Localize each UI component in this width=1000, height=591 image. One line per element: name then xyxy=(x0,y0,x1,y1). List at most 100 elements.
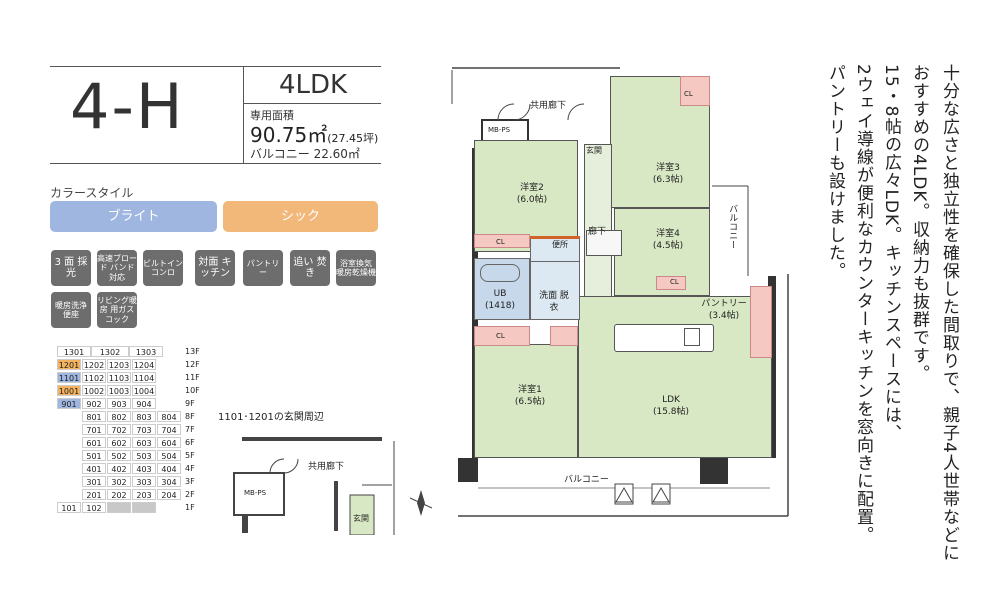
unit-cell: 401 xyxy=(82,463,106,474)
western3-label: 洋室3(6.3帖) xyxy=(652,163,684,186)
hallway xyxy=(584,144,612,304)
unit-cell: 402 xyxy=(107,463,131,474)
compass-icon xyxy=(408,488,434,518)
floor-label: 1F xyxy=(185,503,195,512)
unit-cell: 102 xyxy=(82,502,106,513)
feature-tag: 浴室換気 暖房乾燥機 xyxy=(336,250,376,286)
unit-cell: 1303 xyxy=(129,346,163,357)
color-style-label: カラースタイル xyxy=(50,186,134,200)
feature-tag: パントリー xyxy=(243,250,283,286)
ldk-label: LDK(15.8帖) xyxy=(652,395,690,418)
accent-strip xyxy=(530,236,580,239)
corridor-label: 共用廊下 xyxy=(530,101,567,111)
balcony-area: バルコニー 22.60㎡ xyxy=(250,147,360,161)
feature-tag: 高速ブロード バンド対応 xyxy=(97,250,137,286)
unit-cell: 201 xyxy=(82,489,106,500)
room-western-2 xyxy=(474,140,578,252)
unit-cell xyxy=(132,502,156,513)
unit-cell: 1302 xyxy=(91,346,129,357)
western4-label: 洋室4(4.5帖) xyxy=(652,229,684,252)
room-ldk xyxy=(578,296,772,458)
floor-label: 13F xyxy=(185,347,200,356)
feature-tag: 追い 焚き xyxy=(290,250,330,286)
unit-cell: 1201 xyxy=(57,359,81,370)
closet-western-3 xyxy=(680,76,710,106)
closet-hall xyxy=(550,326,578,346)
unit-cell: 301 xyxy=(82,476,106,487)
unit-cell: 703 xyxy=(132,424,156,435)
area-value: 90.75㎡(27.45坪) xyxy=(250,119,378,148)
feature-tag: ビルトイン コンロ xyxy=(143,250,183,286)
unit-cell: 403 xyxy=(132,463,156,474)
unit-cell: 202 xyxy=(107,489,131,500)
area-label: 専用面積 xyxy=(250,109,294,122)
unit-cell: 302 xyxy=(107,476,131,487)
unit-cell: 902 xyxy=(82,398,106,409)
inset-title: 1101･1201の玄関周辺 xyxy=(218,412,324,423)
cl-label: CL xyxy=(496,238,505,246)
unit-code: 4-H xyxy=(70,70,185,143)
unit-cell: 702 xyxy=(107,424,131,435)
unit-cell: 1103 xyxy=(107,372,131,383)
floor-plan: 共用廊下 MB-PS 玄関 廊下 洋室2(6.0帖) 洋室3(6.3帖) 洋室4… xyxy=(450,64,790,529)
color-style-bright-button[interactable]: ブライト xyxy=(50,201,217,232)
description-line: 十分な広さと独立性を確保した間取りで、親子4人世帯などに xyxy=(939,64,959,562)
inset-plan-drawing xyxy=(233,437,395,536)
unit-cell: 1004 xyxy=(132,385,156,396)
unit-cell: 904 xyxy=(132,398,156,409)
header-mid-rule xyxy=(243,103,381,104)
cl-label: CL xyxy=(684,90,693,98)
unit-cell: 1101 xyxy=(57,372,81,383)
pantry-label: パントリー(3.4帖) xyxy=(701,299,747,322)
feature-tag: リビング暖房 用ガスコック xyxy=(97,292,137,328)
western1-label: 洋室1(6.5帖) xyxy=(514,385,546,408)
unit-cell: 1204 xyxy=(132,359,156,370)
entrance-label: 玄関 xyxy=(586,146,602,155)
floor-label: 11F xyxy=(185,373,200,382)
unit-cell: 1001 xyxy=(57,385,81,396)
unit-cell: 602 xyxy=(107,437,131,448)
unit-cell: 504 xyxy=(157,450,181,461)
unit-cell xyxy=(107,502,131,513)
unit-cell: 1002 xyxy=(82,385,106,396)
unit-cell: 603 xyxy=(132,437,156,448)
unit-cell: 1203 xyxy=(107,359,131,370)
description-line: おすすめの4LDK。収納力も抜群です。 xyxy=(909,64,929,383)
unit-cell: 801 xyxy=(82,411,106,422)
header-bottom-rule xyxy=(50,163,381,164)
unit-cell: 303 xyxy=(132,476,156,487)
floor-label: 5F xyxy=(185,451,195,460)
floor-label: 3F xyxy=(185,477,195,486)
unit-cell: 1301 xyxy=(57,346,91,357)
room-western-1 xyxy=(474,344,578,458)
washroom-label: 洗面 脱衣 xyxy=(539,291,569,314)
description-line: パントリーも設けました。 xyxy=(825,64,845,280)
hall-label: 廊下 xyxy=(588,227,607,237)
inset-corridor-label: 共用廊下 xyxy=(308,462,345,472)
unit-cell: 1102 xyxy=(82,372,106,383)
toilet-label: 便所 xyxy=(552,240,568,249)
unit-cell: 803 xyxy=(132,411,156,422)
unit-cell: 101 xyxy=(57,502,81,513)
mbps-label: MB-PS xyxy=(488,126,511,134)
unit-cell: 601 xyxy=(82,437,106,448)
balcony-label: バルコニー xyxy=(564,475,609,485)
description-line: 2ウェイ導線が便利なカウンターキッチンを窓向きに配置。 xyxy=(853,64,873,544)
floor-label: 10F xyxy=(185,386,200,395)
floor-label: 12F xyxy=(185,360,200,369)
area-sqm: 90.75㎡ xyxy=(250,123,328,147)
unit-cell: 1003 xyxy=(107,385,131,396)
stove-icon xyxy=(684,328,700,346)
unit-cell: 704 xyxy=(157,424,181,435)
unit-cell: 503 xyxy=(132,450,156,461)
color-style-chic-button[interactable]: シック xyxy=(223,201,378,232)
unit-cell: 501 xyxy=(82,450,106,461)
unit-cell: 804 xyxy=(157,411,181,422)
closet-western-1 xyxy=(474,326,530,346)
unit-cell: 304 xyxy=(157,476,181,487)
floor-label: 8F xyxy=(185,412,195,421)
cl-label: CL xyxy=(496,332,505,340)
floor-label: 9F xyxy=(185,399,195,408)
unit-cell: 802 xyxy=(107,411,131,422)
balcony-side-label: バルコニー xyxy=(727,204,738,249)
